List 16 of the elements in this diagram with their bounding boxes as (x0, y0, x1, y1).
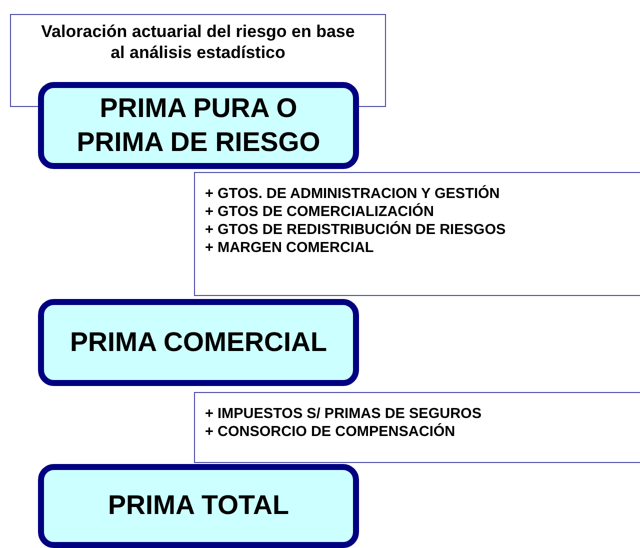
box-title: PRIMA COMERCIAL (69, 326, 328, 359)
list-item: + MARGEN COMERCIAL (205, 239, 375, 258)
list-item: + IMPUESTOS S/ PRIMAS DE SEGUROS (205, 405, 482, 423)
process-box (38, 299, 359, 386)
box-title: PRIMA TOTAL (107, 489, 290, 522)
note-box (194, 392, 640, 463)
process-box (38, 464, 359, 548)
process-box (38, 82, 359, 169)
note-box (10, 14, 386, 83)
list-item: + GTOS. DE ADMINISTRACION Y GESTIÓN (205, 185, 501, 203)
note-text: Valoración actuarial del riesgo en base al análisis estadístico (40, 21, 356, 64)
list-item: + CONSORCIO DE COMPENSACIÓN (205, 423, 456, 442)
box-title: PRIMA PURA O PRIMA DE RIESGO (76, 92, 322, 158)
list-item: + GTOS DE COMERCIALIZACIÓN (205, 203, 435, 221)
note-box (194, 172, 640, 296)
list-item: + GTOS DE REDISTRIBUCIÓN DE RIESGOS (205, 221, 507, 240)
